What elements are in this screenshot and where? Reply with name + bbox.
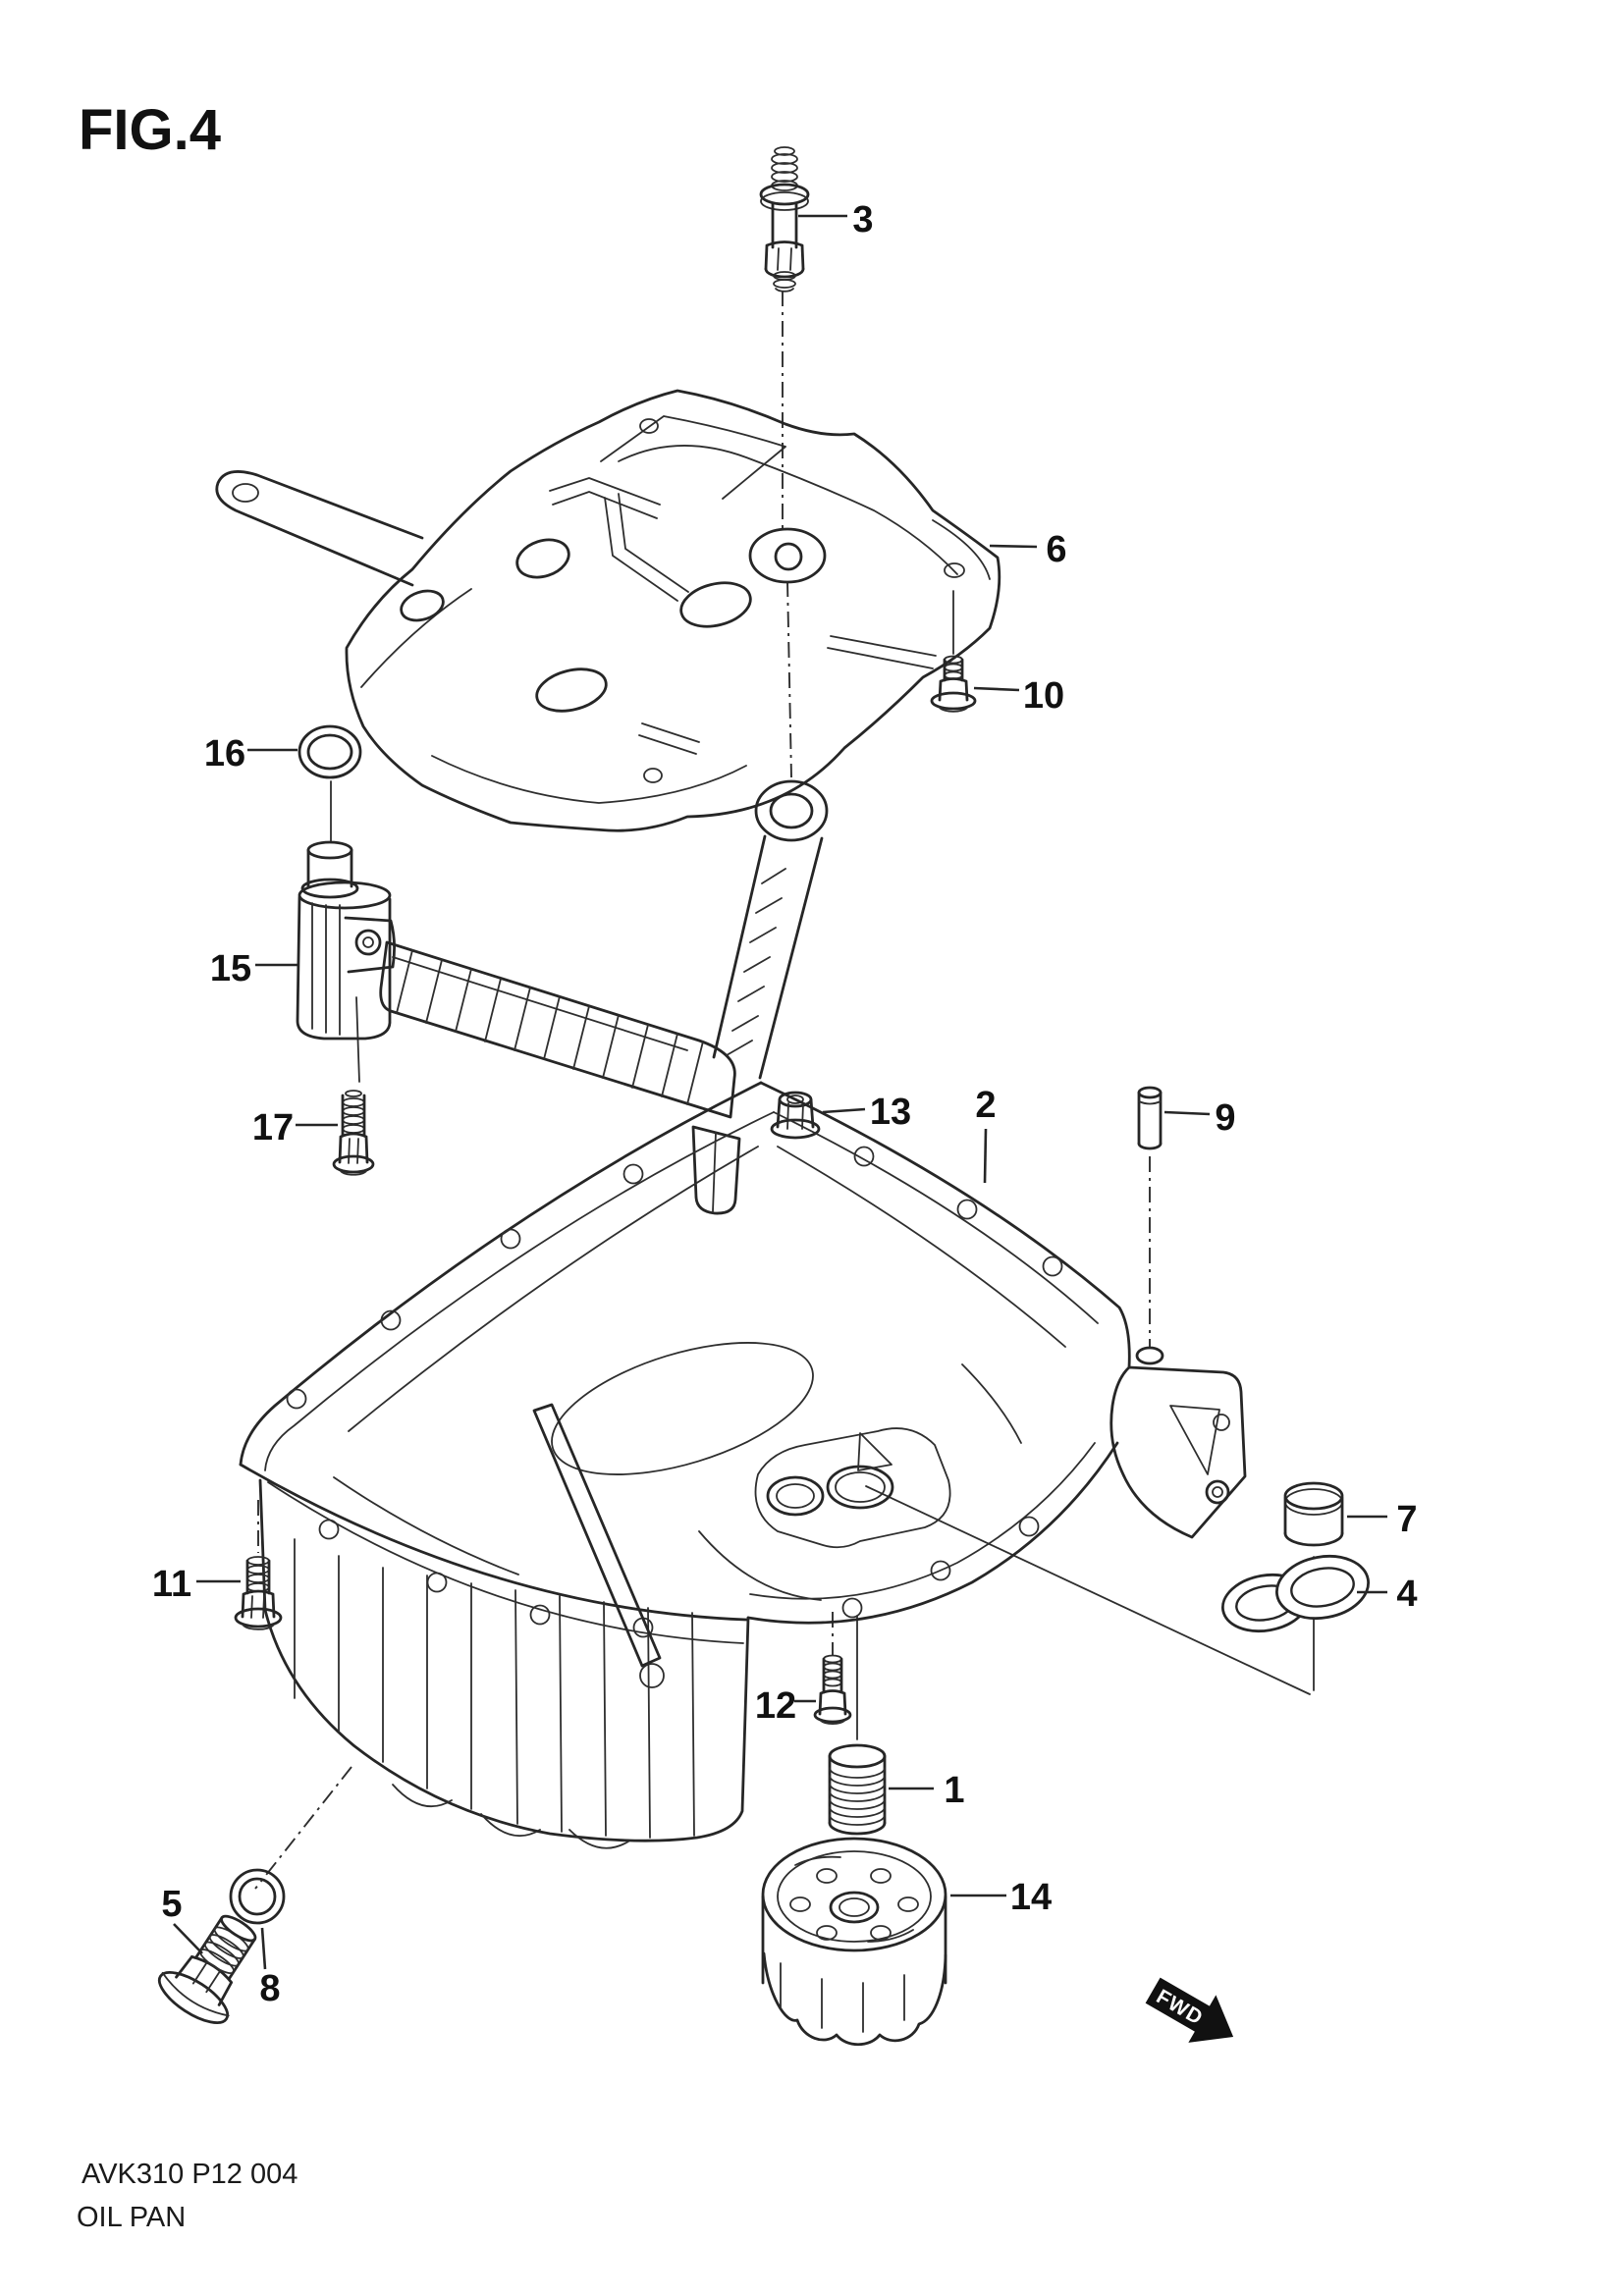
part-oring-16 (298, 724, 362, 779)
part-bolt-10 (930, 655, 977, 713)
callout-label-12: 12 (755, 1685, 796, 1727)
part-dowel-pin-9 (1137, 1086, 1163, 1150)
part-cap-7 (1283, 1481, 1344, 1547)
callout-label-4: 4 (1396, 1574, 1417, 1615)
callout-label-10: 10 (1023, 675, 1064, 717)
callout-label-9: 9 (1215, 1097, 1235, 1139)
callout-label-15: 15 (210, 948, 251, 989)
part-baffle-plate-6 (215, 389, 1001, 832)
figure-title: FIG.4 (79, 98, 221, 162)
callout-label-2: 2 (975, 1085, 996, 1126)
part-oil-strainer-15 (296, 779, 829, 1215)
callout-label-8: 8 (259, 1968, 280, 2009)
callout-label-17: 17 (252, 1107, 294, 1148)
part-oil-filter-14 (761, 1837, 947, 2047)
part-stud-bolt-3 (759, 146, 810, 293)
part-nut-13 (770, 1091, 821, 1140)
callout-label-16: 16 (204, 733, 245, 774)
callout-label-14: 14 (1010, 1877, 1052, 1918)
callout-label-5: 5 (161, 1884, 182, 1925)
callout-leader-8 (260, 1927, 267, 1970)
part-orings-4 (1220, 1554, 1370, 1633)
part-bolt-12 (813, 1654, 852, 1725)
callout-leader-5 (173, 1923, 203, 1954)
part-oil-pan-2 (239, 1081, 1247, 1849)
rim-bolt-holes (286, 1146, 1063, 1638)
callout-label-3: 3 (852, 199, 873, 240)
callout-label-6: 6 (1046, 529, 1066, 570)
callout-layer: 3 6 10 16 15 17 13 2 9 7 4 11 12 1 14 5 8 (152, 199, 1418, 2009)
figure-caption: OIL PAN (77, 2202, 186, 2233)
part-bolt-17 (332, 1090, 375, 1176)
fwd-arrow: FWD (1145, 1977, 1234, 2043)
centerlines (254, 291, 1315, 1890)
part-gasket-8 (229, 1868, 286, 1925)
callout-leader-2 (983, 1128, 988, 1184)
callout-leader-13 (822, 1107, 866, 1114)
callout-leader-6 (989, 544, 1038, 549)
callout-label-11: 11 (152, 1564, 191, 1605)
part-union-1 (828, 1743, 887, 1836)
figure-code: AVK310 P12 004 (81, 2159, 298, 2190)
part-bolt-11 (234, 1556, 283, 1630)
callout-label-7: 7 (1396, 1499, 1417, 1540)
callout-leader-9 (1163, 1110, 1211, 1116)
callout-label-1: 1 (944, 1770, 964, 1811)
callout-leader-10 (973, 686, 1020, 692)
callout-label-13: 13 (870, 1092, 911, 1133)
